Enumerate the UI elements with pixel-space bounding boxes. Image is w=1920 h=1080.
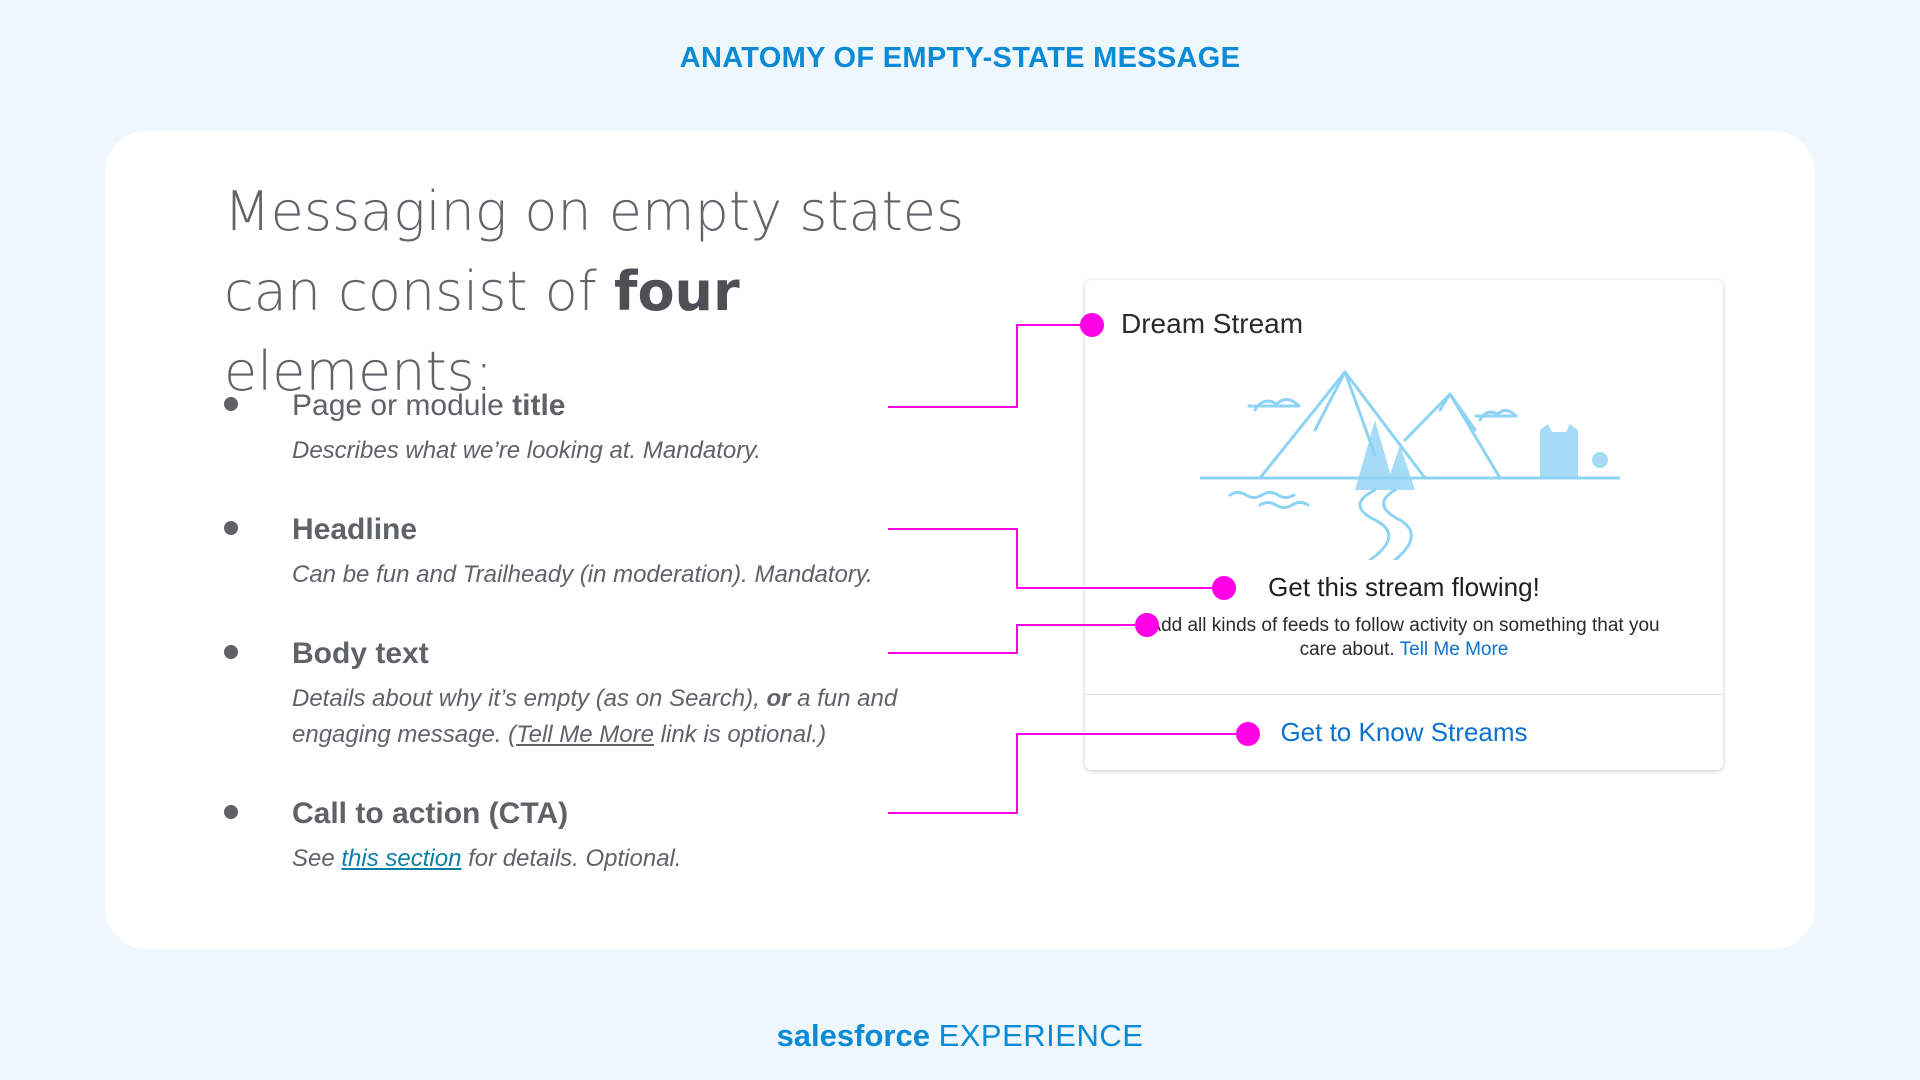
intro-line-1: Messaging on empty states [224, 180, 965, 243]
bullet-icon [224, 645, 238, 659]
card-cta-button[interactable]: Get to Know Streams [1280, 717, 1528, 747]
card-divider [1085, 694, 1723, 695]
intro-line-2: can consist of four elements: [224, 260, 740, 403]
page-title: ANATOMY OF EMPTY-STATE MESSAGE [679, 42, 1241, 74]
item-description: Describes what we’re looking at. Mandato… [292, 437, 762, 464]
mountain-illustration-icon [1200, 370, 1620, 560]
footer-logo: salesforce EXPERIENCE [776, 1018, 1144, 1053]
item-description: Can be fun and Trailheady (in moderation… [292, 561, 873, 588]
item-description: See this section for details. Optional. [292, 845, 682, 872]
bullet-icon [224, 805, 238, 819]
example-card: Dream Stream Get this stream flowing! Ad… [1085, 280, 1723, 770]
intro-heading: Messaging on empty states can consist of… [224, 172, 1024, 412]
item-description: Details about why it’s empty (as on Sear… [292, 685, 898, 748]
bullet-icon [224, 397, 238, 411]
bullet-icon [224, 521, 238, 535]
this-section-link[interactable]: this section [341, 845, 462, 872]
card-title: Dream Stream [1121, 308, 1304, 339]
tell-me-more-link[interactable]: Tell Me More [1399, 639, 1509, 660]
card-body-text: Add all kinds of feeds to follow activit… [1148, 615, 1660, 660]
card-headline: Get this stream flowing! [1268, 572, 1540, 602]
